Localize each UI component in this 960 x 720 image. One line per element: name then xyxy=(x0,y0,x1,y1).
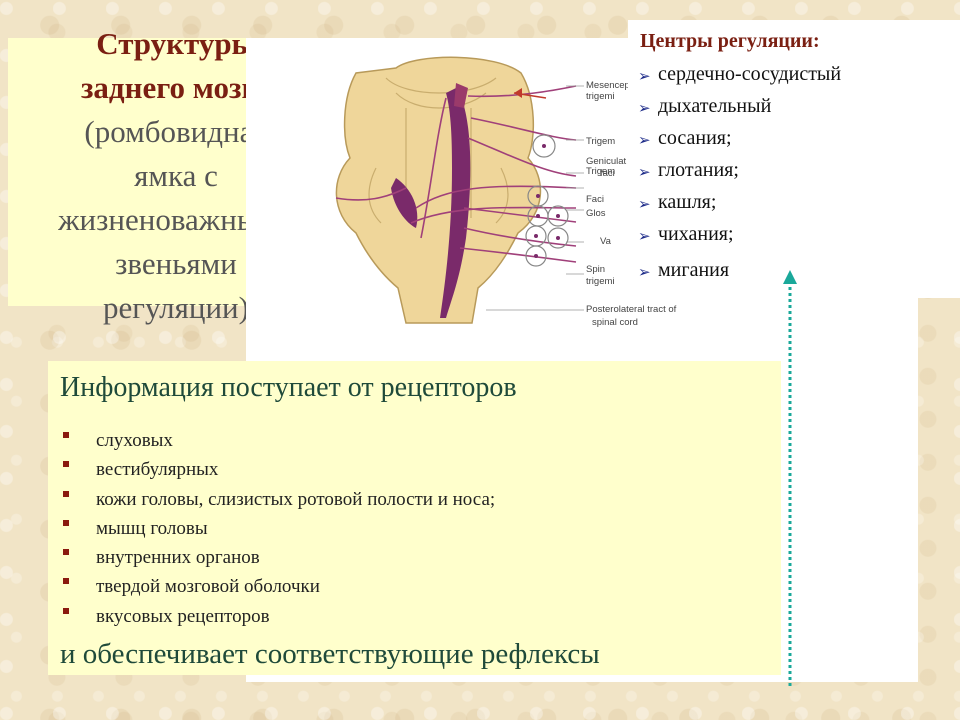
centers-box xyxy=(628,20,960,298)
fig-label: trigemi xyxy=(586,91,615,102)
title-sub-line1: (ромбовидная xyxy=(84,114,268,149)
fig-label: faci xyxy=(600,168,615,179)
list-item: мышц головы xyxy=(60,516,495,545)
fig-label: trigemi xyxy=(586,276,615,287)
arrowhead-bullet-icon: ➢ xyxy=(638,197,651,213)
list-item: ➢глотания; xyxy=(636,156,841,188)
fig-label: Posterolateral tract of xyxy=(586,304,677,315)
fig-label: Faci xyxy=(586,194,604,205)
info-footer: и обеспечивает соответствующие рефлексы xyxy=(60,638,600,670)
fig-label: spinal cord xyxy=(592,317,638,328)
brainstem-illustration xyxy=(335,56,584,324)
fig-label: Mesencep xyxy=(586,80,630,91)
ganglion-circles xyxy=(525,134,569,267)
fig-label: Glos xyxy=(586,208,606,219)
title-sub-line5: регуляции) xyxy=(103,290,249,325)
centers-title: Центры регуляции: xyxy=(640,30,820,52)
brainstem-shape xyxy=(335,56,542,324)
title-sub-line2: ямка с xyxy=(134,158,218,193)
list-item: твердой мозговой оболочки xyxy=(60,574,495,603)
arrowhead-bullet-icon: ➢ xyxy=(638,229,651,245)
title-main-line2: заднего мозга xyxy=(80,70,272,105)
list-item: слуховых xyxy=(60,428,495,457)
list-item: внутренних органов xyxy=(60,545,495,574)
fig-label: Trigem xyxy=(586,166,616,177)
arrowhead-bullet-icon: ➢ xyxy=(638,265,651,281)
arrowhead-bullet-icon: ➢ xyxy=(638,165,651,181)
fig-label: Geniculat xyxy=(586,156,627,167)
list-item: вестибулярных xyxy=(60,457,495,486)
trigeminal-nucleus xyxy=(440,88,471,318)
arrowhead-bullet-icon: ➢ xyxy=(638,69,651,85)
arrowhead-bullet-icon: ➢ xyxy=(638,101,651,117)
square-bullet-icon xyxy=(63,490,69,497)
list-item: ➢мигания xyxy=(636,256,841,288)
square-bullet-icon xyxy=(63,519,69,526)
list-item: ➢сердечно-сосудистый xyxy=(636,60,841,92)
square-bullet-icon xyxy=(63,578,69,585)
receptor-list: слуховых вестибулярных кожи головы, слиз… xyxy=(60,428,495,633)
square-bullet-icon xyxy=(63,432,69,438)
list-item: ➢дыхательный xyxy=(636,92,841,124)
fig-label: Trigem xyxy=(586,136,616,147)
list-item: ➢кашля; xyxy=(636,188,841,220)
list-item: ➢чихания; xyxy=(636,220,841,252)
arrowhead-bullet-icon: ➢ xyxy=(638,133,651,149)
dotted-up-arrow-icon xyxy=(783,270,797,686)
facial-nucleus xyxy=(391,178,418,228)
fig-label: Va xyxy=(600,236,611,247)
list-item: ➢сосания; xyxy=(636,124,841,156)
centers-list: ➢сердечно-сосудистый ➢дыхательный ➢сосан… xyxy=(636,60,841,288)
square-bullet-icon xyxy=(63,461,69,468)
list-item: вкусовых рецепторов xyxy=(60,604,495,633)
square-bullet-icon xyxy=(63,607,69,614)
info-box xyxy=(48,361,781,675)
title-main-line1: Структуры xyxy=(96,26,256,61)
fig-label: Spin xyxy=(586,264,606,275)
square-bullet-icon xyxy=(63,549,69,556)
title-sub-line4: звеньями xyxy=(115,246,237,281)
list-item: кожи головы, слизистых ротовой полости и… xyxy=(60,487,495,516)
info-heading: Информация поступает от рецепторов xyxy=(60,372,517,403)
